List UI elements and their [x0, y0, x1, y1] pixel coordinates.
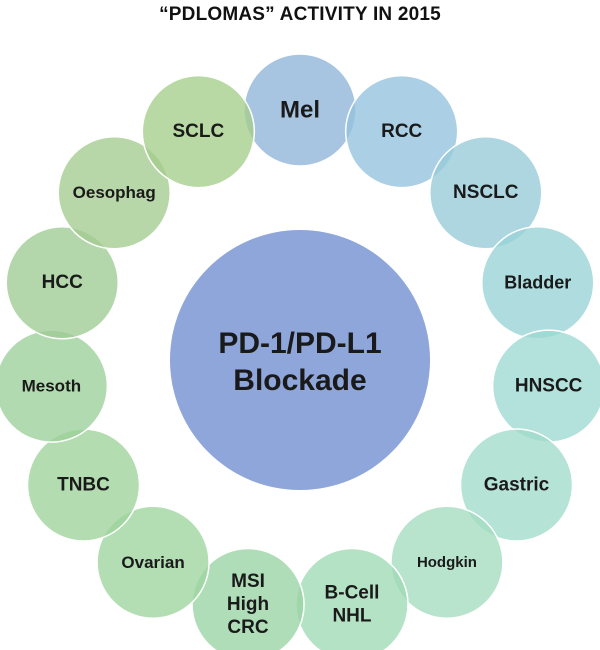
node-oesophag: Oesophag	[57, 135, 171, 250]
node-nsclc-label: NSCLC	[453, 182, 519, 203]
node-hodgkin: Hodgkin	[390, 505, 504, 620]
node-msi-high-crc-circle	[191, 547, 305, 650]
node-hcc-circle	[5, 225, 119, 340]
node-mel-label: Mel	[280, 97, 320, 124]
node-tnbc: TNBC	[26, 428, 141, 542]
node-oesophag-label: Oesophag	[73, 183, 156, 202]
node-gastric-label: Gastric	[484, 475, 550, 496]
node-b-cell-nhl-label: NHL	[332, 606, 371, 627]
node-ovarian-circle	[96, 505, 210, 620]
node-sclc-label: SCLC	[172, 121, 224, 142]
node-b-cell-nhl-label: B-Cell	[325, 582, 380, 603]
node-hcc-label: HCC	[42, 272, 83, 293]
node-tnbc-label: TNBC	[57, 475, 110, 496]
node-hcc: HCC	[5, 225, 119, 340]
node-mesoth-label: Mesoth	[22, 377, 82, 396]
node-hodgkin-label: Hodgkin	[417, 554, 477, 571]
diagram-title: “PDLOMAS” ACTIVITY IN 2015	[159, 4, 441, 25]
node-sclc: SCLC	[141, 74, 256, 189]
node-oesophag-circle	[57, 135, 171, 250]
center-node-label: Blockade	[233, 364, 366, 397]
node-ovarian-label: Ovarian	[121, 553, 184, 572]
node-gastric: Gastric	[459, 428, 574, 542]
node-rcc-label: RCC	[381, 121, 422, 142]
node-sclc-circle	[141, 74, 256, 189]
node-hnscc: HNSCC	[491, 329, 600, 443]
node-mel: Mel	[243, 53, 357, 167]
node-ovarian: Ovarian	[96, 505, 210, 620]
node-nsclc-circle	[429, 135, 543, 250]
node-rcc: RCC	[344, 74, 459, 189]
node-bladder-label: Bladder	[504, 273, 571, 293]
node-nsclc: NSCLC	[429, 135, 543, 250]
node-gastric-circle	[459, 428, 574, 542]
node-mesoth: Mesoth	[0, 329, 109, 443]
center-node-circle	[170, 230, 430, 490]
node-rcc-circle	[344, 74, 459, 189]
node-bladder: Bladder	[481, 225, 595, 340]
node-msi-high-crc-label: CRC	[227, 617, 268, 638]
node-msi-high-crc-label: High	[227, 594, 269, 615]
indication-ring: MelRCCNSCLCBladderHNSCCGastricHodgkinB-C…	[0, 53, 600, 650]
center-node-label: PD-1/PD-L1	[218, 327, 381, 360]
node-hodgkin-circle	[390, 505, 504, 620]
node-hnscc-label: HNSCC	[515, 376, 583, 397]
node-msi-high-crc-label: MSI	[231, 571, 265, 592]
